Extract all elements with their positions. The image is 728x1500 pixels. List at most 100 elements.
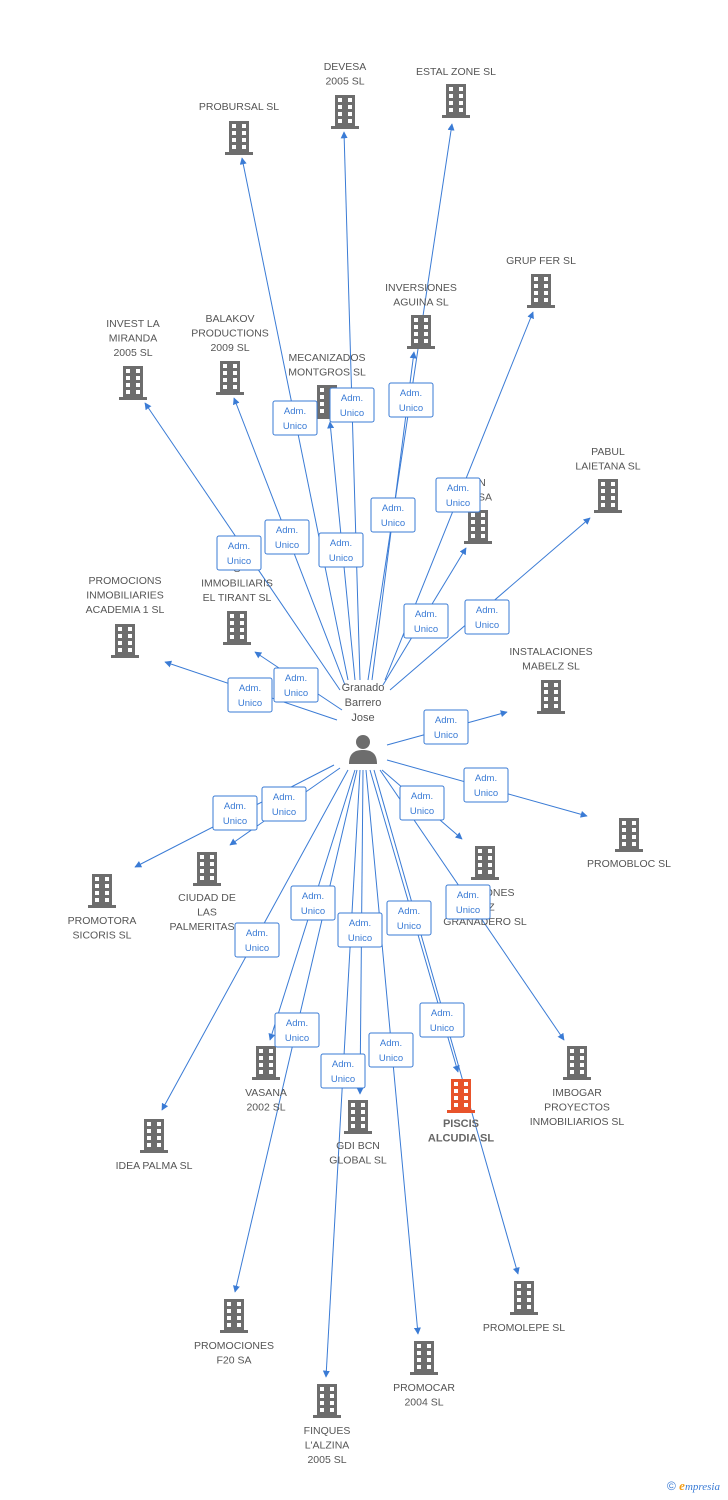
relation-text: Unico: [223, 816, 247, 827]
relation-box: [399, 785, 445, 821]
company-label: ESTAL ZONE SL: [416, 66, 496, 78]
building-icon: [252, 1046, 280, 1080]
relation-label-piscis[interactable]: Adm.Unico: [386, 900, 432, 936]
relation-text: Adm.: [415, 609, 437, 620]
company-label: INMOBILIARIOS SL: [530, 1116, 625, 1128]
company-label: PROMOCIONES: [194, 1340, 274, 1352]
company-node-promocar[interactable]: PROMOCAR 2004 SL: [393, 1341, 455, 1409]
company-label: PROMOLEPE SL: [483, 1322, 565, 1334]
relation-label-investla[interactable]: Adm.Unico: [216, 535, 262, 571]
person-name: Barrero: [345, 697, 382, 709]
company-label: 2004 SL: [404, 1397, 443, 1409]
relation-label-sicoris[interactable]: Adm.Unico: [212, 795, 258, 831]
building-icon: [313, 1384, 341, 1418]
relation-box: [445, 884, 491, 920]
relation-text: Unico: [456, 905, 480, 916]
relation-label-f20[interactable]: Adm.Unico: [274, 1012, 320, 1048]
company-label: PROMOCAR: [393, 1382, 455, 1394]
building-icon: [527, 274, 555, 308]
building-icon: [464, 510, 492, 544]
company-node-ideapalma[interactable]: IDEA PALMA SL: [116, 1119, 193, 1172]
relation-label-academia[interactable]: Adm.Unico: [227, 677, 273, 713]
relation-label-ideapalma[interactable]: Adm.Unico: [234, 922, 280, 958]
relation-label-gdibcn[interactable]: Adm.Unico: [337, 912, 383, 948]
building-icon: [220, 1299, 248, 1333]
relation-text: Adm.: [411, 791, 433, 802]
company-node-estal[interactable]: ESTAL ZONE SL: [416, 66, 496, 118]
relation-label-pabul[interactable]: Adm. Unico: [464, 599, 510, 635]
building-icon: [447, 1079, 475, 1113]
relation-label-granadero[interactable]: Adm.Unico: [399, 785, 445, 821]
company-label: INVEST LA: [106, 318, 160, 330]
relation-text: Unico: [475, 620, 499, 631]
company-node-tirant[interactable]: SIMMOBILIARISEL TIRANT SL: [201, 563, 273, 645]
relation-label-mabelz[interactable]: Adm. Unico: [423, 709, 469, 745]
relation-label-tirant[interactable]: Adm.Unico: [273, 667, 319, 703]
company-label: PROMOCIONS: [89, 575, 162, 587]
relation-label-promolepe[interactable]: Adm.Unico: [419, 1002, 465, 1038]
relation-text: Unico: [379, 1053, 403, 1064]
relation-label-estal[interactable]: Adm.Unico: [388, 382, 434, 418]
relation-label-devesa[interactable]: Adm.Unico: [329, 387, 375, 423]
relation-label-vasana[interactable]: Adm.Unico: [290, 885, 336, 921]
company-node-promobloc[interactable]: PROMOBLOC SL: [587, 818, 671, 870]
company-label: IMMOBILIARIS: [201, 578, 273, 590]
relation-text: Unico: [430, 1023, 454, 1034]
empresia-logo[interactable]: empresia: [679, 1478, 720, 1493]
company-label: 2005 SL: [325, 76, 364, 88]
company-node-probursal[interactable]: PROBURSAL SL: [199, 101, 279, 155]
relation-text: Adm.: [435, 715, 457, 726]
building-icon: [442, 84, 470, 118]
relation-label-palmeritas[interactable]: Adm.Unico: [261, 786, 307, 822]
relation-label-balakov[interactable]: Adm.Unico: [264, 519, 310, 555]
relation-text: Adm.: [380, 1038, 402, 1049]
relation-text: Adm.: [447, 483, 469, 494]
company-node-grupfer[interactable]: GRUP FER SL: [506, 255, 576, 308]
relation-box: [264, 519, 310, 555]
relation-label-probursal[interactable]: Adm.Unico: [272, 400, 318, 436]
relation-text: Unico: [301, 906, 325, 917]
relation-label-mecanizados[interactable]: Adm.Unico: [318, 532, 364, 568]
company-label: PRODUCTIONS: [191, 328, 269, 340]
relation-label-inversiones[interactable]: Adm.Unico: [370, 497, 416, 533]
relation-label-promocar[interactable]: Adm. Unico: [368, 1032, 414, 1068]
relation-label-promobloc[interactable]: Adm.Unico: [463, 767, 509, 803]
company-label: L'ALZINA: [305, 1440, 350, 1452]
relation-text: Unico: [285, 1033, 309, 1044]
relation-text: Adm.: [476, 605, 498, 616]
relation-label-constrsa[interactable]: Adm.Unico: [403, 603, 449, 639]
relation-label-imbogar[interactable]: Adm.Unico: [445, 884, 491, 920]
relation-box: [370, 497, 416, 533]
relation-box: [320, 1053, 366, 1089]
building-icon: [88, 874, 116, 908]
relation-text: Adm.: [330, 538, 352, 549]
relation-label-finques[interactable]: Adm.Unico: [320, 1053, 366, 1089]
building-icon: [140, 1119, 168, 1153]
relation-box: [216, 535, 262, 571]
relation-text: Unico: [434, 730, 458, 741]
company-node-promolepe[interactable]: PROMOLEPE SL: [483, 1281, 565, 1334]
company-label: PROMOBLOC SL: [587, 858, 671, 870]
company-label: PISCIS: [443, 1118, 479, 1130]
relation-box: [388, 382, 434, 418]
building-icon: [510, 1281, 538, 1315]
relation-text: Unico: [238, 698, 262, 709]
relation-label-grupfer[interactable]: Adm.Unico: [435, 477, 481, 513]
